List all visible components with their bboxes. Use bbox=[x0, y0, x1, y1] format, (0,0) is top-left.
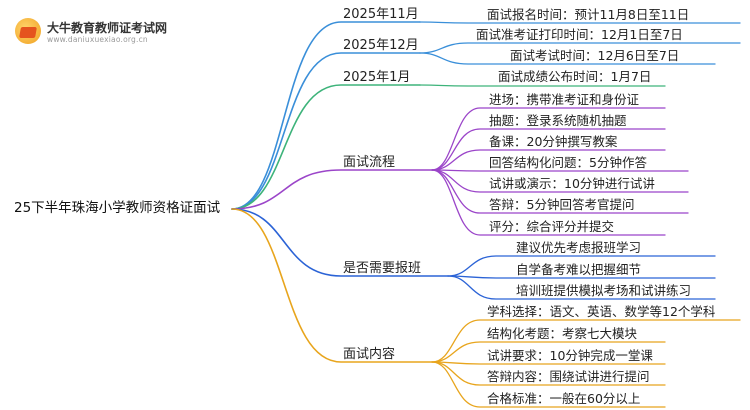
branch-connector bbox=[231, 169, 433, 210]
leaf-label: 试讲要求：10分钟完成一堂课 bbox=[487, 348, 653, 363]
leaf-label: 自学备考难以把握细节 bbox=[516, 262, 642, 277]
leaf-connector bbox=[431, 319, 741, 363]
leaf-connector bbox=[447, 255, 716, 277]
leaf-connector bbox=[419, 42, 741, 54]
brand-name: 大牛教育教师证考试网 bbox=[47, 21, 168, 35]
leaf-label: 培训班提供模拟考场和试讲练习 bbox=[516, 283, 692, 298]
leaf-connector bbox=[431, 169, 666, 236]
leaf-label: 面试报名时间：预计11月8日至11日 bbox=[487, 7, 690, 22]
leaf-connector bbox=[431, 169, 689, 172]
root-node-label: 25下半年珠海小学教师资格证面试 bbox=[14, 200, 221, 216]
branch-label-training: 是否需要报班 bbox=[343, 261, 422, 276]
brand-url: www.daniuxuexiao.org.cn bbox=[47, 35, 148, 44]
book-icon bbox=[15, 18, 41, 44]
leaf-label: 抽题：登录系统随机抽题 bbox=[489, 113, 627, 128]
leaf-label: 试讲或演示：10分钟进行试讲 bbox=[489, 176, 655, 191]
leaf-connector bbox=[419, 21, 741, 24]
leaf-label: 面试成绩公布时间：1月7日 bbox=[498, 69, 652, 84]
leaf-label: 进场：携带准考证和身份证 bbox=[489, 92, 640, 107]
leaf-label: 回答结构化问题：5分钟作答 bbox=[489, 155, 647, 170]
branch-label-process: 面试流程 bbox=[343, 155, 396, 170]
branch-connector bbox=[231, 208, 449, 277]
leaf-label: 面试准考证打印时间：12月1日至7日 bbox=[476, 27, 683, 42]
branch-label-dec: 2025年12月 bbox=[343, 38, 419, 53]
leaf-label: 答辩：5分钟回答考官提问 bbox=[489, 197, 635, 212]
brand-logo: 大牛教育教师证考试网 www.daniuxuexiao.org.cn bbox=[15, 16, 180, 46]
leaf-label: 评分：综合评分并提交 bbox=[489, 219, 615, 234]
leaf-label: 结构化考题：考察七大模块 bbox=[487, 326, 638, 341]
branch-connector bbox=[231, 21, 421, 210]
leaf-connector bbox=[431, 149, 666, 171]
leaf-connector bbox=[431, 128, 666, 171]
leaf-label: 建议优先考虑报班学习 bbox=[516, 240, 642, 255]
leaf-connector bbox=[431, 341, 666, 363]
leaf-connector bbox=[431, 107, 666, 171]
branch-label-jan: 2025年1月 bbox=[343, 70, 411, 85]
leaf-label: 答辩内容：围绕试讲进行提问 bbox=[487, 369, 650, 384]
leaf-connector bbox=[419, 84, 666, 87]
leaf-label: 面试考试时间：12月6日至7日 bbox=[510, 48, 680, 63]
leaf-label: 学科选择：语文、英语、数学等12个学科 bbox=[487, 304, 716, 319]
leaf-connector bbox=[431, 169, 689, 193]
branch-connector bbox=[231, 84, 421, 210]
branch-label-nov: 2025年11月 bbox=[343, 7, 419, 22]
branch-connector bbox=[231, 52, 421, 210]
branch-connector bbox=[231, 208, 433, 363]
leaf-label: 合格标准：一般在60分以上 bbox=[487, 391, 641, 406]
leaf-label: 备课：20分钟撰写教案 bbox=[489, 134, 618, 149]
leaf-connector bbox=[431, 361, 666, 408]
leaf-connector bbox=[447, 275, 716, 300]
branch-label-content: 面试内容 bbox=[343, 347, 396, 362]
leaf-connector bbox=[419, 52, 716, 65]
leaf-connector bbox=[431, 361, 666, 386]
